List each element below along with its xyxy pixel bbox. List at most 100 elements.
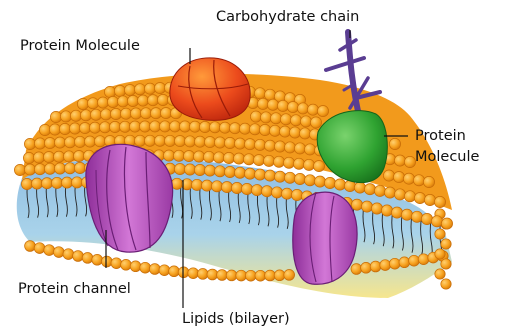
lipid-head — [159, 121, 170, 132]
lipid-head — [60, 111, 71, 122]
lipid-head — [134, 135, 145, 146]
lipid-head — [393, 172, 404, 183]
lipid-head — [214, 166, 225, 177]
lipid-head — [399, 257, 410, 268]
lipid-head — [73, 151, 84, 162]
lipid-head — [249, 124, 260, 135]
lipid-head — [44, 138, 55, 149]
lipid-head — [179, 121, 190, 132]
lipid-head — [197, 269, 208, 280]
lipid-head — [59, 123, 70, 134]
lipid-head — [104, 86, 115, 97]
lipid-head — [189, 121, 200, 132]
lipid-head — [263, 155, 274, 166]
lipid-head — [34, 164, 45, 175]
lipid-head — [63, 151, 74, 162]
lipid-head — [184, 136, 195, 147]
lipid-head — [130, 108, 141, 119]
lipid-head — [69, 123, 80, 134]
lipid-head — [51, 177, 62, 188]
lipid-head — [274, 171, 285, 182]
lipid-head — [381, 205, 392, 216]
lipid-head — [109, 121, 120, 132]
lipid-head — [44, 245, 55, 256]
lipid-head — [317, 106, 328, 117]
lipid-head — [154, 135, 165, 146]
lipid-head — [284, 270, 295, 281]
lipid-head — [421, 213, 432, 224]
lipid-head — [219, 122, 230, 133]
lipid-head — [110, 108, 121, 119]
protein-channel-right — [293, 192, 357, 284]
lipid-head — [99, 122, 110, 133]
lipid-head — [199, 121, 210, 132]
lipid-head — [191, 179, 202, 190]
lipid-head — [294, 173, 305, 184]
lipid-head — [274, 141, 285, 152]
lipid-head — [117, 96, 128, 107]
lipid-head — [300, 116, 311, 127]
lipid-head — [414, 193, 425, 204]
lipid-head — [441, 279, 451, 289]
lipid-head — [435, 229, 445, 239]
lipid-head — [149, 264, 160, 275]
lipid-head — [435, 269, 445, 279]
lipid-head — [297, 103, 308, 114]
lipid-head — [82, 253, 93, 264]
lipid-head — [293, 158, 304, 169]
lipid-head — [265, 270, 276, 281]
lipid-head — [441, 218, 452, 229]
lipid-head — [374, 185, 385, 196]
lipid-head — [267, 99, 278, 110]
lipid-head — [441, 239, 451, 249]
lipid-head — [149, 121, 160, 132]
lipid-head — [313, 161, 324, 172]
lipid-head — [100, 109, 111, 120]
lipid-head — [84, 136, 95, 147]
lipid-head — [290, 115, 301, 126]
lipid-head — [71, 177, 82, 188]
lipid-head — [150, 108, 161, 119]
label-protein-channel: Protein channel — [18, 281, 131, 297]
lipid-head — [121, 259, 132, 270]
lipid-head — [107, 96, 118, 107]
lipid-head — [324, 177, 335, 188]
lipid-head — [24, 164, 35, 175]
lipid-head — [423, 176, 434, 187]
lipid-head — [213, 152, 224, 163]
lipid-head — [269, 125, 280, 136]
lipid-head — [441, 259, 451, 269]
lipid-head — [223, 152, 234, 163]
lipid-head — [194, 136, 205, 147]
lipid-head — [134, 84, 145, 95]
lipid-head — [299, 128, 310, 139]
lipid-head — [204, 137, 215, 148]
lipid-head — [434, 196, 445, 207]
lipid-head — [236, 270, 247, 281]
lipid-head — [24, 138, 35, 149]
lipid-head — [270, 113, 281, 124]
lipid-head — [54, 137, 65, 148]
lipid-head — [259, 124, 270, 135]
lipid-head — [130, 261, 141, 272]
lipid-head — [291, 189, 302, 200]
lipid-head — [79, 123, 90, 134]
lipid-head — [64, 163, 75, 174]
lipid-head — [127, 95, 138, 106]
lipid-head — [418, 254, 429, 265]
lipid-head — [351, 264, 362, 275]
lipid-head — [404, 191, 415, 202]
lipid-head — [224, 137, 235, 148]
lipid-head — [364, 184, 375, 195]
lipid-head — [74, 162, 85, 173]
lipid-head — [314, 176, 325, 187]
lipid-head — [264, 170, 275, 181]
lipid-head — [211, 181, 222, 192]
lipid-head — [87, 98, 98, 109]
lipid-head — [77, 98, 88, 109]
lipid-head — [119, 121, 130, 132]
protein-molecule-red — [170, 58, 250, 121]
lipid-head — [173, 150, 184, 161]
lipid-head — [294, 143, 305, 154]
lipid-head — [209, 122, 220, 133]
